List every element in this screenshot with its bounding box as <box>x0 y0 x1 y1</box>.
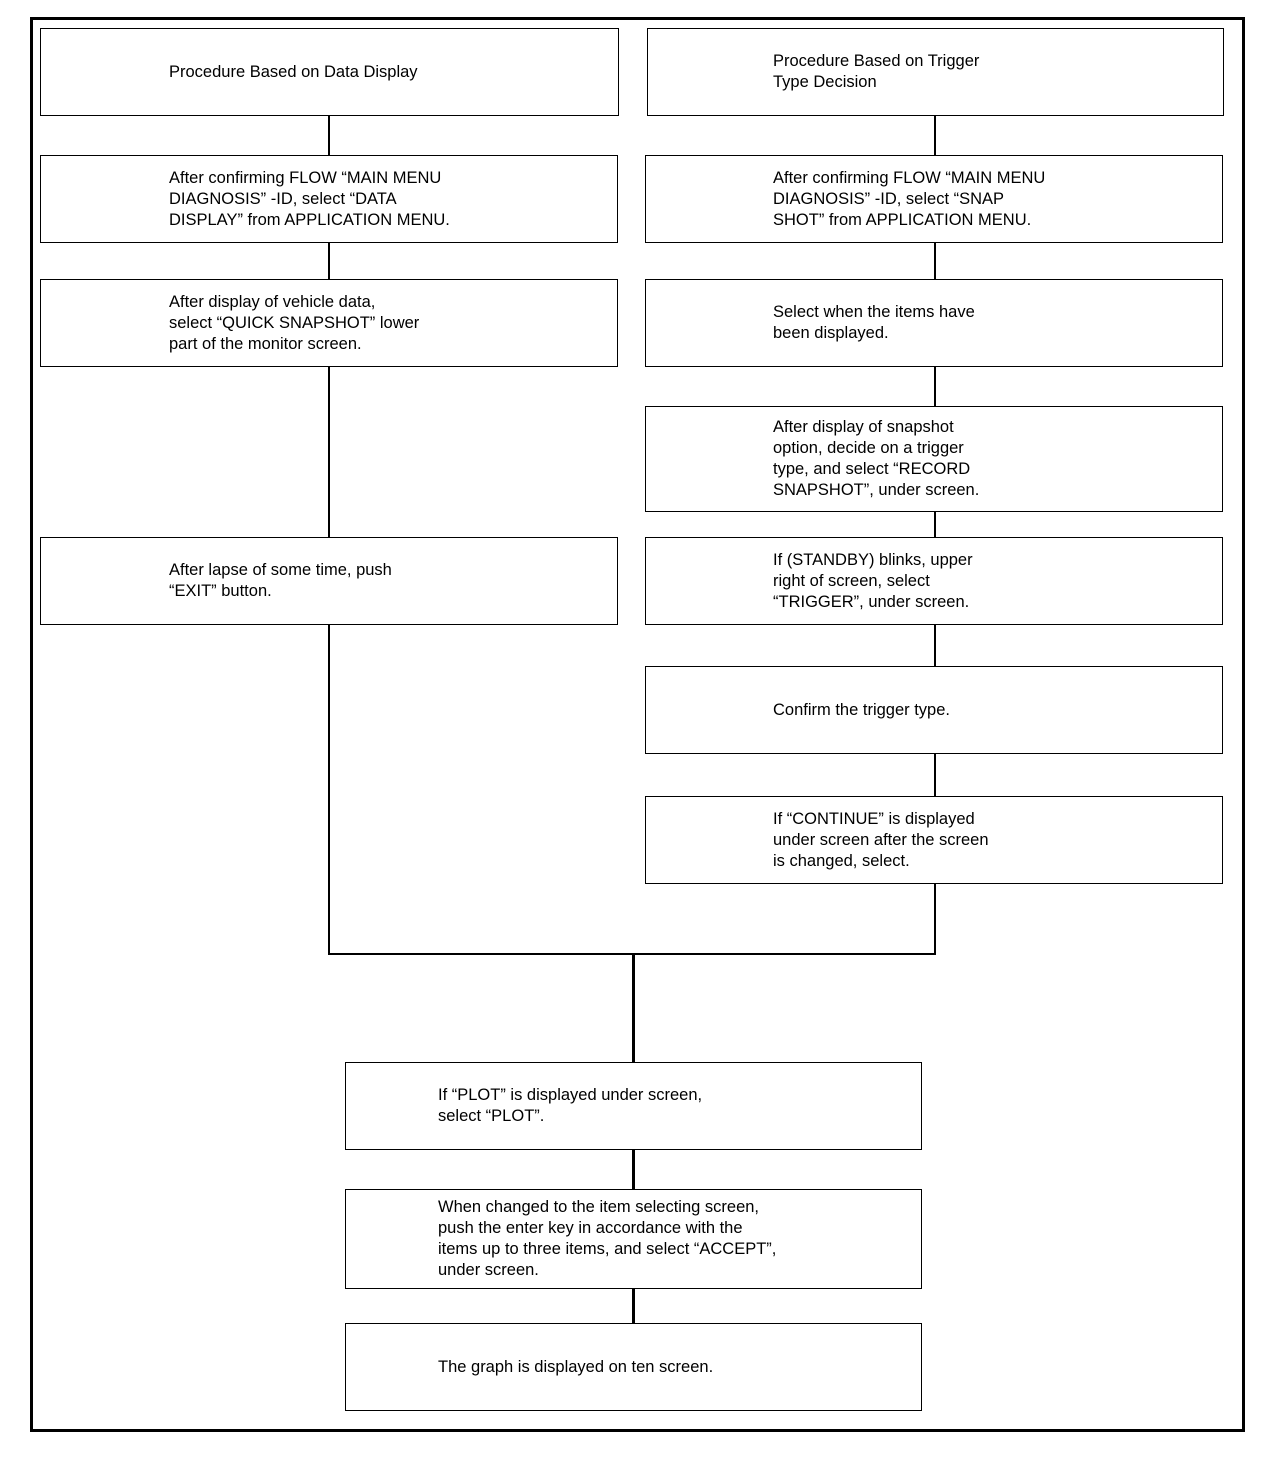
connector-right-5 <box>934 625 936 666</box>
left-step-1-box: After confirming FLOW “MAIN MENU DIAGNOS… <box>40 155 618 243</box>
merged-step-2-box: When changed to the item selecting scree… <box>345 1189 922 1289</box>
connector-right-7 <box>934 884 936 954</box>
connector-merge-down <box>632 954 635 1062</box>
connector-right-3 <box>934 367 936 406</box>
connector-left-3 <box>328 367 330 537</box>
right-step-3-box: After display of snapshot option, decide… <box>645 406 1223 512</box>
right-step-4-box: If (STANDBY) blinks, upper right of scre… <box>645 537 1223 625</box>
merged-step-1-box: If “PLOT” is displayed under screen, sel… <box>345 1062 922 1150</box>
connector-left-2 <box>328 243 330 279</box>
right-step-5-box: Confirm the trigger type. <box>645 666 1223 754</box>
left-header-text: Procedure Based on Data Display <box>169 62 418 81</box>
right-header-text: Procedure Based on Trigger Type Decision <box>773 52 980 91</box>
merge-horizontal-line <box>328 953 936 955</box>
right-step-5-text: Confirm the trigger type. <box>773 700 950 719</box>
merged-step-3-box: The graph is displayed on ten screen. <box>345 1323 922 1411</box>
diagram-frame <box>30 17 1245 1432</box>
merged-step-1-text: If “PLOT” is displayed under screen, sel… <box>438 1086 703 1125</box>
right-step-4-text: If (STANDBY) blinks, upper right of scre… <box>773 550 973 611</box>
left-step-2-text: After display of vehicle data, select “Q… <box>169 292 420 353</box>
right-step-2-text: Select when the items have been displaye… <box>773 303 975 342</box>
right-step-2-box: Select when the items have been displaye… <box>645 279 1223 367</box>
connector-right-1 <box>934 116 936 155</box>
left-step-3-box: After lapse of some time, push “EXIT” bu… <box>40 537 618 625</box>
right-header-box: Procedure Based on Trigger Type Decision <box>647 28 1224 116</box>
connector-left-1 <box>328 116 330 155</box>
connector-merged-1 <box>632 1150 635 1189</box>
connector-right-6 <box>934 754 936 796</box>
left-step-3-text: After lapse of some time, push “EXIT” bu… <box>169 561 392 600</box>
right-step-1-box: After confirming FLOW “MAIN MENU DIAGNOS… <box>645 155 1223 243</box>
left-step-2-box: After display of vehicle data, select “Q… <box>40 279 618 367</box>
right-step-6-box: If “CONTINUE” is displayed under screen … <box>645 796 1223 884</box>
left-header-box: Procedure Based on Data Display <box>40 28 619 116</box>
right-step-1-text: After confirming FLOW “MAIN MENU DIAGNOS… <box>773 168 1046 229</box>
connector-right-4 <box>934 512 936 537</box>
connector-left-4 <box>328 625 330 954</box>
connector-merged-2 <box>632 1289 635 1323</box>
right-step-6-text: If “CONTINUE” is displayed under screen … <box>773 809 989 870</box>
merged-step-3-text: The graph is displayed on ten screen. <box>438 1357 714 1376</box>
right-step-3-text: After display of snapshot option, decide… <box>773 418 980 499</box>
connector-right-2 <box>934 243 936 279</box>
left-step-1-text: After confirming FLOW “MAIN MENU DIAGNOS… <box>169 168 450 229</box>
merged-step-2-text: When changed to the item selecting scree… <box>438 1198 777 1279</box>
